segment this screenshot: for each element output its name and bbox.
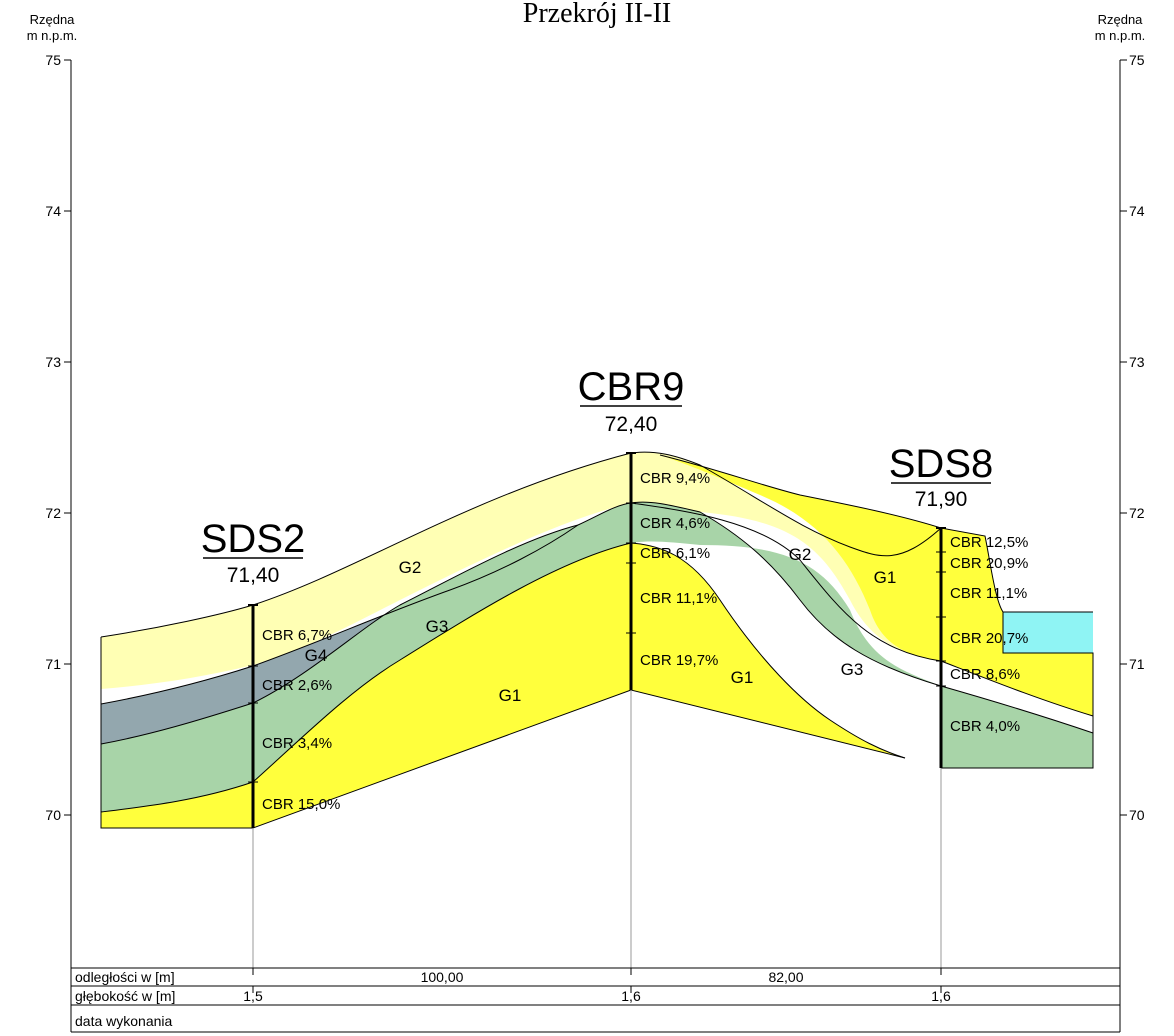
layer-g2-left — [101, 452, 941, 689]
borehole-elevation-sds8: 71,90 — [915, 488, 968, 511]
layer-label: G1 — [731, 668, 754, 687]
borehole-name-sds8: SDS8 — [889, 442, 994, 486]
right-axis-label-line2: m n.p.m. — [1095, 28, 1146, 43]
left-tick-label: 73 — [45, 354, 61, 370]
table-row-label-depths: głębokość w [m] — [75, 988, 175, 1004]
left-tick-label: 72 — [45, 505, 61, 521]
layer-label: G2 — [789, 545, 812, 564]
cbr-value: CBR 15,0% — [262, 796, 340, 813]
depth-value: 1,5 — [243, 988, 263, 1004]
left-tick-label: 70 — [45, 807, 61, 823]
depth-value: 1,6 — [931, 988, 951, 1004]
section-title: Przekrój II-II — [523, 0, 671, 29]
cbr-value: CBR 6,7% — [262, 627, 332, 644]
right-tick-label: 72 — [1129, 505, 1145, 521]
borehole-name-cbr9: CBR9 — [578, 365, 685, 409]
right-tick-label: 71 — [1129, 656, 1145, 672]
borehole-elevation-cbr9: 72,40 — [605, 413, 658, 436]
layer-label: G4 — [305, 646, 328, 665]
cbr-value: CBR 9,4% — [640, 470, 710, 487]
table-row-label-date: data wykonania — [75, 1013, 173, 1029]
depth-value: 1,6 — [621, 988, 641, 1004]
cbr-value: CBR 4,0% — [950, 718, 1020, 735]
distance-value: 100,00 — [421, 969, 464, 985]
cbr-value: CBR 20,7% — [950, 630, 1028, 647]
left-tick-label: 71 — [45, 656, 61, 672]
cbr-value: CBR 11,1% — [950, 585, 1027, 602]
layer-label: G2 — [399, 558, 422, 577]
layer-label: G1 — [874, 568, 897, 587]
cbr-value: CBR 2,6% — [262, 677, 332, 694]
left-tick-label: 75 — [45, 52, 61, 68]
layer-label: G1 — [499, 686, 522, 705]
right-tick-label: 74 — [1129, 203, 1145, 219]
cbr-value: CBR 6,1% — [640, 545, 710, 562]
borehole-sds2 — [248, 604, 258, 828]
borehole-name-sds2: SDS2 — [201, 517, 306, 561]
distance-value: 82,00 — [768, 969, 803, 985]
left-axis-label-line2: m n.p.m. — [27, 28, 78, 43]
cbr-value: CBR 19,7% — [640, 652, 718, 669]
right-tick-label: 70 — [1129, 807, 1145, 823]
borehole-elevation-sds2: 71,40 — [227, 564, 280, 587]
right-tick-label: 73 — [1129, 354, 1145, 370]
layer-g3-left — [101, 502, 1093, 812]
right-axis-label-line1: Rzędna — [1098, 12, 1144, 27]
cbr-value: CBR 8,6% — [950, 666, 1020, 683]
borehole-sds8 — [936, 527, 946, 768]
borehole-cbr9 — [626, 452, 636, 690]
table-row-label-distances: odległości w [m] — [75, 969, 175, 985]
data-table — [71, 967, 1121, 1033]
cbr-value: CBR 12,5% — [950, 534, 1028, 551]
soil-layers — [101, 452, 1093, 828]
layer-label: G3 — [426, 617, 449, 636]
cbr-value: CBR 11,1% — [640, 590, 717, 607]
groundwater-table — [1003, 612, 1093, 653]
right-tick-label: 75 — [1129, 52, 1145, 68]
left-tick-label: 74 — [45, 203, 61, 219]
layer-g1-right — [660, 455, 1093, 716]
layer-g1-center — [631, 543, 905, 758]
cbr-value: CBR 4,6% — [640, 515, 710, 532]
layer-label: G3 — [841, 660, 864, 679]
left-axis-label-line1: Rzędna — [30, 12, 76, 27]
cbr-value: CBR 3,4% — [262, 735, 332, 752]
cbr-value: CBR 20,9% — [950, 555, 1028, 572]
layer-g1-left — [101, 543, 631, 828]
